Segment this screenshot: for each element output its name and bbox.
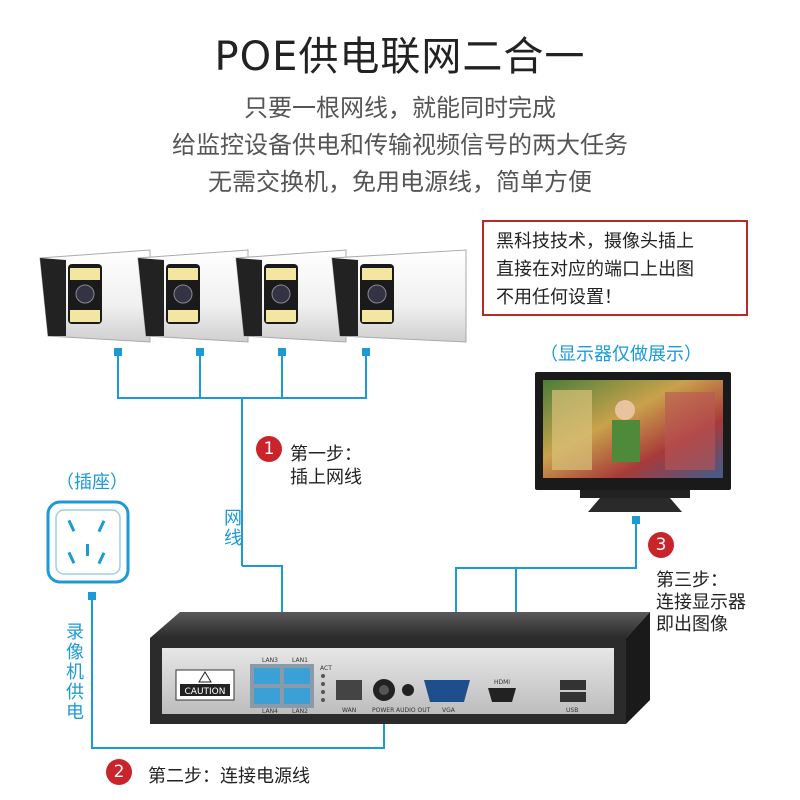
- step-1-desc: 插上网线: [290, 467, 362, 488]
- camera-line-connectors: [114, 348, 370, 356]
- step-3-title: 第三步：: [656, 570, 728, 591]
- camera-1: [39, 249, 151, 343]
- subtitle-line-2: 给监控设备供电和传输视频信号的两大任务: [172, 131, 628, 159]
- port-label-vga: VGA: [442, 707, 456, 714]
- port-label-lan3: LAN3: [262, 657, 278, 664]
- page-title: POE供电联网二合一: [214, 34, 586, 80]
- nvr-power-label: 录像机供电: [63, 622, 84, 722]
- network-cable-label: 网线: [221, 508, 242, 548]
- nvr-recorder: CAUTION: [150, 612, 650, 724]
- subtitle-line-3: 无需交换机，免用电源线，简单方便: [208, 168, 592, 196]
- step-1-title: 第一步：: [290, 444, 362, 465]
- port-label-lan1: LAN1: [292, 657, 308, 664]
- port-label-audio-out: AUDIO OUT: [396, 707, 431, 714]
- monitor-caption: （显示器仅做展示）: [540, 344, 702, 365]
- nvr-port-labels: LAN3 LAN1 LAN4 LAN2 ACT WAN POWER AUDIO …: [262, 657, 578, 715]
- step-3-badge: 3: [648, 532, 674, 558]
- port-label-hdmi: HDMI: [494, 679, 510, 686]
- port-label-lan4: LAN4: [262, 708, 278, 715]
- note-line-2: 直接在对应的端口上出图: [496, 259, 694, 280]
- port-label-act: ACT: [320, 665, 332, 672]
- socket-caption: （插座）: [56, 472, 128, 493]
- camera-4: [331, 249, 467, 343]
- camera-2: [137, 249, 249, 343]
- socket-connector: [88, 592, 96, 600]
- subtitle-line-1: 只要一根网线，就能同时完成: [244, 94, 556, 122]
- note-line-1: 黑科技技术，摄像头插上: [496, 231, 694, 252]
- step-2-badge: 2: [106, 759, 132, 785]
- monitor-connector: [632, 516, 640, 524]
- step-2-title: 第二步：连接电源线: [148, 766, 310, 787]
- port-label-usb: USB: [566, 707, 578, 714]
- monitor: [535, 372, 731, 512]
- step-3-desc-2: 即出图像: [656, 614, 728, 635]
- port-label-power: POWER: [372, 707, 394, 714]
- camera-network-lines: [117, 352, 367, 660]
- step-1-badge: 1: [256, 436, 282, 462]
- note-box: 黑科技技术，摄像头插上 直接在对应的端口上出图 不用任何设置！: [482, 220, 748, 316]
- note-line-3: 不用任何设置！: [496, 287, 622, 308]
- step-3-desc-1: 连接显示器: [656, 592, 746, 613]
- wall-socket: [46, 500, 130, 584]
- port-label-lan2: LAN2: [292, 708, 308, 715]
- port-label-wan: WAN: [342, 707, 356, 714]
- camera-3: [235, 249, 347, 343]
- caution-label: CAUTION: [185, 687, 226, 697]
